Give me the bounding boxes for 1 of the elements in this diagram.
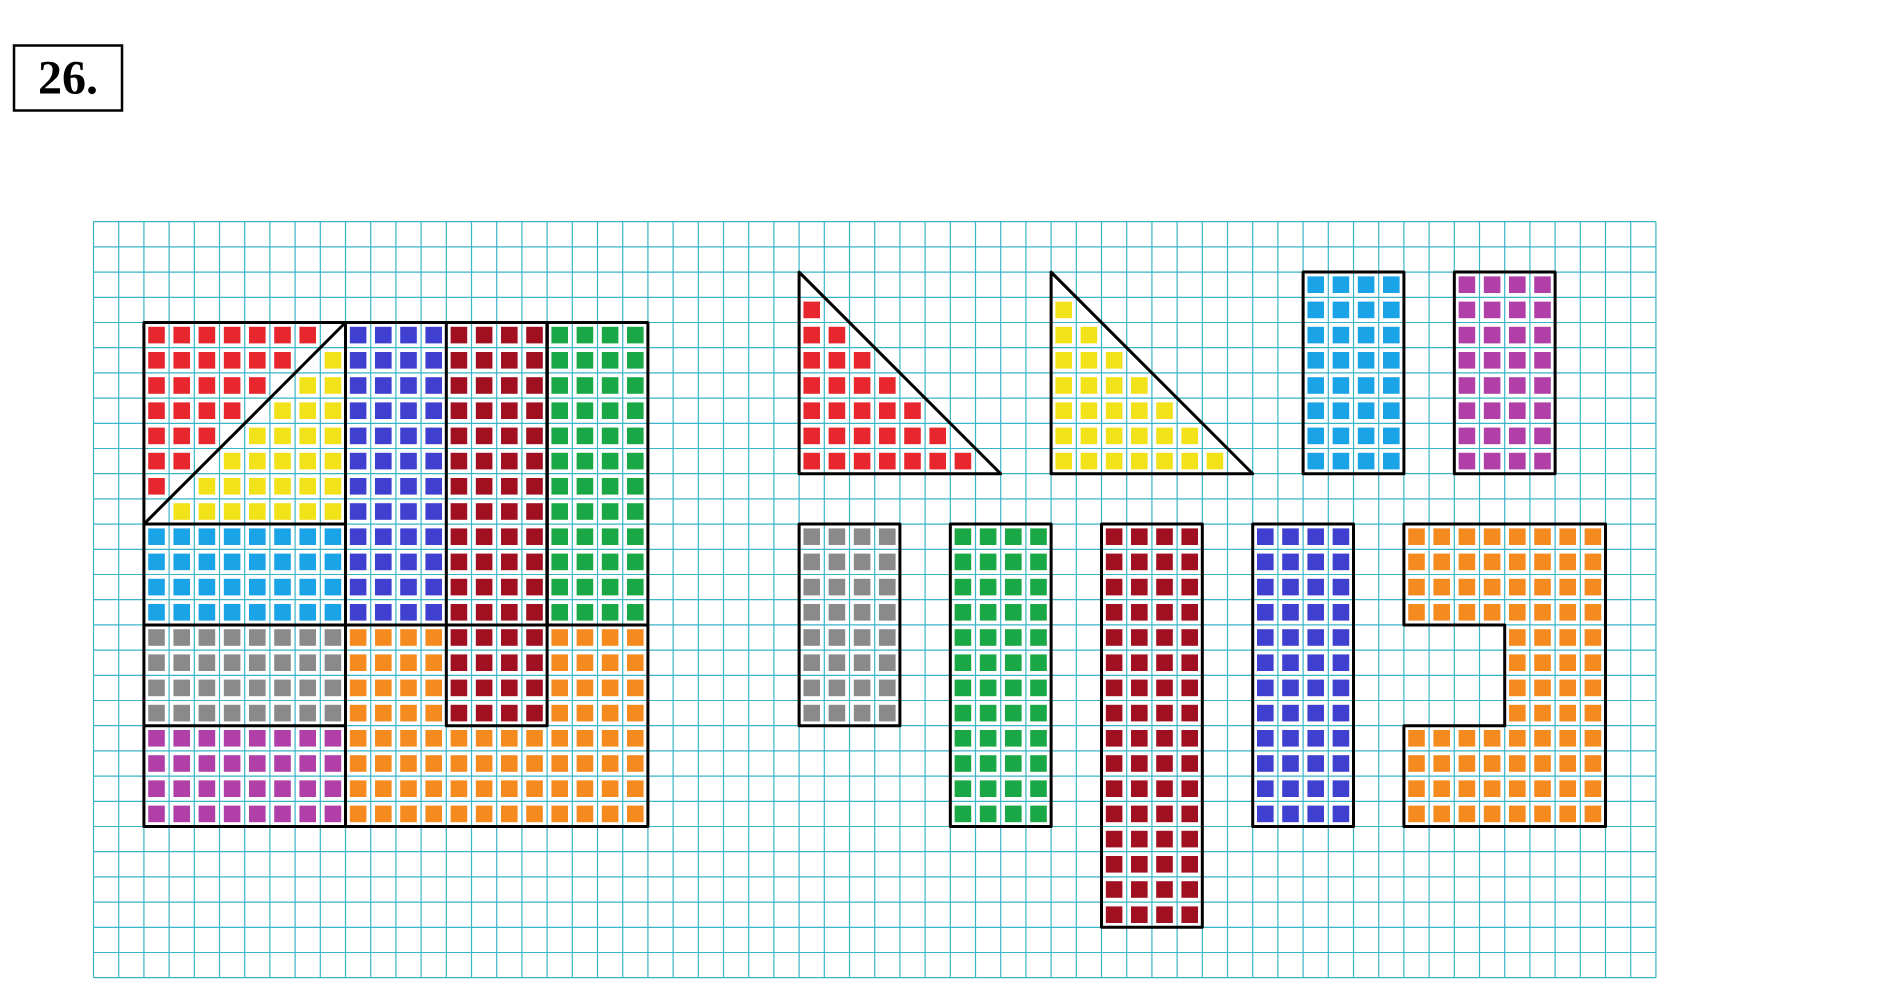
problem-number: 26. [12,44,124,112]
